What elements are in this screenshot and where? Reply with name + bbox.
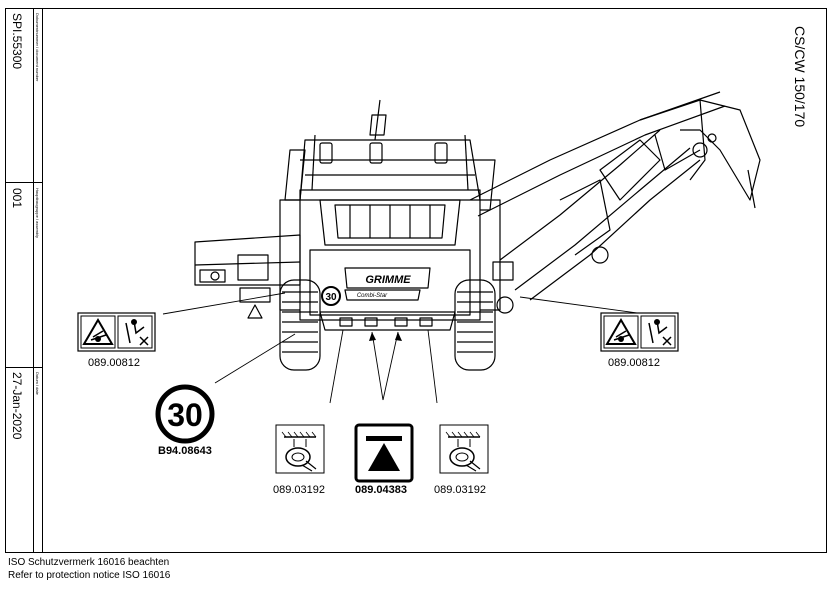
- left-wheel: [279, 279, 321, 371]
- drawing-frame: [5, 8, 827, 553]
- brand-name: GRIMME: [365, 274, 411, 286]
- leader-lines: [162, 292, 675, 404]
- decal-lashing-right: [439, 424, 489, 474]
- decal-part-number: 089.04383: [355, 484, 407, 496]
- leader-arrowheads: [369, 332, 402, 341]
- decal-part-number: B94.08643: [158, 445, 212, 457]
- right-wheel: [454, 279, 496, 371]
- decal-jack-point: [354, 423, 414, 483]
- doc-number-cell: [5, 8, 43, 183]
- left-side-conveyor: [194, 234, 301, 319]
- decal-speed-limit: 30: [155, 384, 215, 444]
- decal-part-number: 089.00812: [608, 357, 660, 369]
- decal-speed-value: 30: [167, 397, 203, 433]
- machine-speed-plate-value: 30: [325, 292, 337, 303]
- decal-part-number: 089.03192: [273, 484, 325, 496]
- top-frame: [284, 99, 496, 211]
- model-badge: Combi-Star: [357, 293, 388, 299]
- title-block-sidebar: [5, 8, 43, 553]
- decal-entanglement-right: [600, 312, 679, 352]
- main-body: [279, 189, 501, 321]
- machine-speed-plate: [321, 286, 341, 306]
- decal-part-number: 089.00812: [88, 357, 140, 369]
- sidebar-divider: [33, 8, 34, 553]
- decal-lashing-left: [275, 424, 325, 474]
- footer-line-de: ISO Schutzvermerk 16016 beachten: [8, 557, 170, 568]
- decal-entanglement-left: [77, 312, 156, 352]
- assembly-cell: [5, 183, 43, 368]
- decal-part-number: 089.03192: [434, 484, 486, 496]
- elevator-boom: [469, 91, 761, 314]
- footer-line-en: Refer to protection notice ISO 16016: [8, 570, 171, 581]
- undercarriage: [319, 261, 514, 331]
